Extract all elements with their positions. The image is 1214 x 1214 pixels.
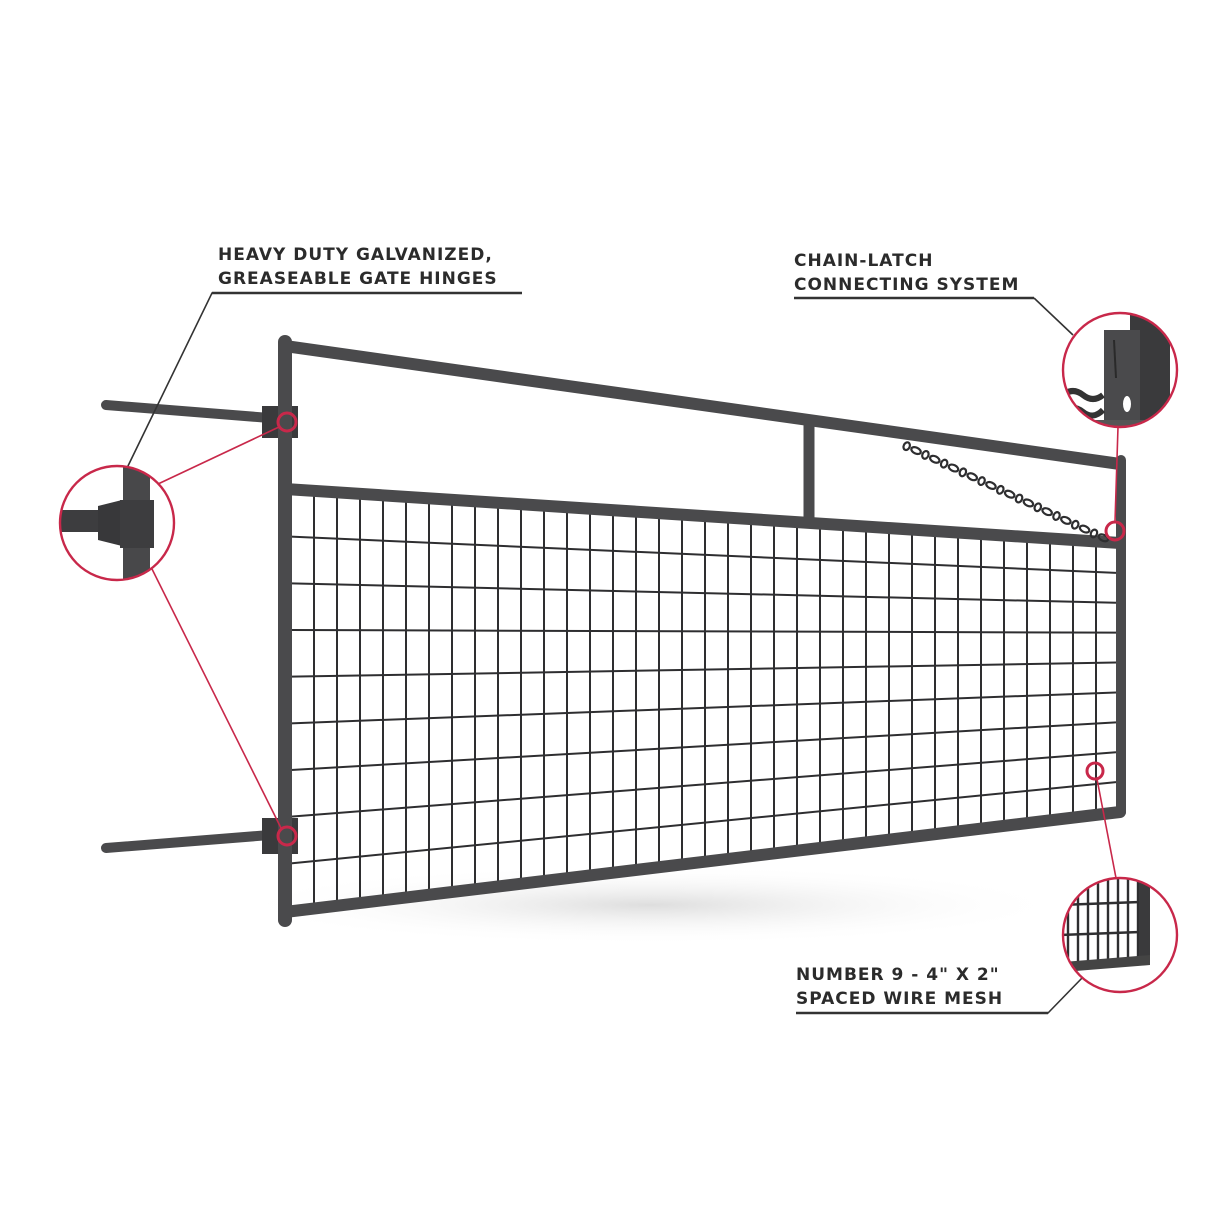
callout-markers bbox=[276, 411, 1126, 847]
upper-hinge-pin bbox=[101, 400, 275, 423]
hinges-label: HEAVY DUTY GALVANIZED, GREASEABLE GATE H… bbox=[218, 243, 498, 291]
chain-latch-closeup-icon bbox=[1063, 313, 1177, 427]
latch-label-line2: CONNECTING SYSTEM bbox=[794, 275, 1020, 295]
latch-chain bbox=[902, 441, 1110, 543]
gate bbox=[101, 335, 1126, 927]
mesh-label-line1: NUMBER 9 - 4" X 2" bbox=[796, 965, 1000, 985]
mesh-top-rail bbox=[279, 483, 1126, 549]
hinges-label-line1: HEAVY DUTY GALVANIZED, bbox=[218, 245, 493, 265]
hinge-marker-lower bbox=[276, 825, 298, 847]
hinge-marker-upper bbox=[276, 411, 298, 433]
hinges-label-line2: GREASEABLE GATE HINGES bbox=[218, 269, 498, 289]
bottom-rail bbox=[279, 806, 1126, 918]
ground-shadow bbox=[230, 865, 1070, 945]
mesh-marker bbox=[1085, 761, 1105, 781]
latch-label: CHAIN-LATCH CONNECTING SYSTEM bbox=[794, 249, 1019, 297]
latch-label-line1: CHAIN-LATCH bbox=[794, 251, 934, 271]
hinge-detail-circle bbox=[58, 464, 176, 582]
lower-hinge-pin bbox=[101, 830, 275, 853]
hinge-closeup-icon bbox=[60, 466, 174, 580]
mesh-detail-circle bbox=[1061, 876, 1179, 994]
callout-connectors bbox=[151, 426, 1119, 879]
top-rail bbox=[279, 340, 1126, 470]
mesh-label: NUMBER 9 - 4" X 2" SPACED WIRE MESH bbox=[796, 963, 1003, 1011]
wire-mesh-closeup-icon bbox=[1063, 878, 1177, 992]
latch-detail-circle bbox=[1061, 311, 1179, 429]
mesh-label-line2: SPACED WIRE MESH bbox=[796, 989, 1004, 1009]
wire-mesh bbox=[290, 491, 1117, 908]
